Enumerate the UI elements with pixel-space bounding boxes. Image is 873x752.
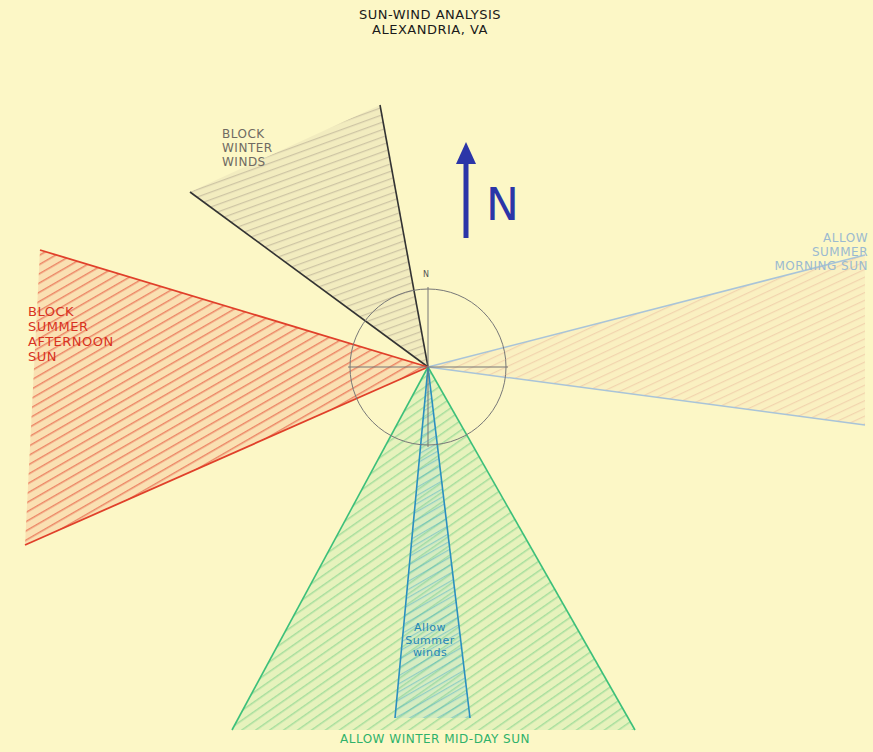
compass-axis <box>348 367 508 368</box>
sun-note: BLOCK SUMMER AFTERNOON SUN <box>28 305 118 365</box>
wedge-edge <box>428 367 470 718</box>
north-arrow <box>464 158 469 238</box>
wind-note: Allow Summer winds <box>403 622 457 660</box>
wedge-edge <box>380 105 428 367</box>
wind-note: BLOCK WINTER WINDS <box>222 128 312 169</box>
north-label: N <box>486 180 519 231</box>
sun-note: ALLOW WINTER MID-DAY SUN <box>270 733 600 747</box>
summer-wind-wedge <box>395 367 470 718</box>
sun-note: ALLOW SUMMER MORNING SUN <box>768 232 868 273</box>
north-arrowhead <box>456 142 476 164</box>
wedge-edge <box>40 250 428 367</box>
compass-north: N <box>423 270 429 279</box>
wedge-edge <box>232 367 428 730</box>
wedge-edge <box>428 367 865 425</box>
summer-morning-sun-wedge <box>428 255 865 425</box>
winter-midday-sun-wedge <box>232 367 635 730</box>
diagram-title: SUN-WIND ANALYSIS ALEXANDRIA, VA <box>320 8 540 38</box>
wedge-edge <box>395 367 428 718</box>
